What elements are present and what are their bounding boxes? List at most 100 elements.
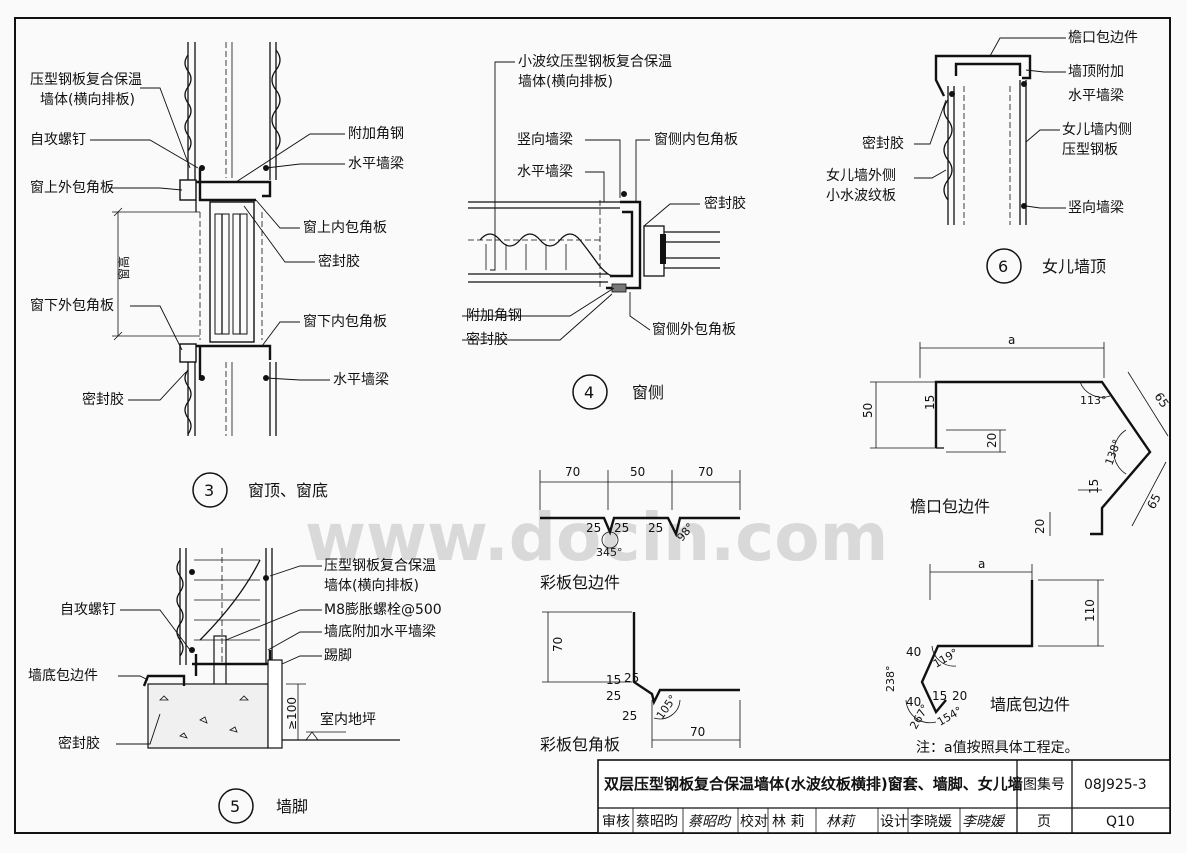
title-block-title: 双层压型钢板复合保温墙体(水波纹板横排)窗套、墙脚、女儿墙 xyxy=(604,775,1023,793)
eave-dim-50: 50 xyxy=(861,403,875,418)
atlas-label: 图集号 xyxy=(1023,776,1065,793)
detail-3-label-beam-bottom: 水平墙梁 xyxy=(333,372,389,388)
detail-4-window-jamb: 小波纹压型钢板复合保温 墙体(横向排板) 竖向墙梁 窗侧内包角板 水平墙梁 密封… xyxy=(462,53,746,410)
title-block: 双层压型钢板复合保温墙体(水波纹板横排)窗套、墙脚、女儿墙 图集号 08J925… xyxy=(597,759,1171,834)
eave-flashing-title: 檐口包边件 xyxy=(910,497,990,516)
corner-dim-15: 15 xyxy=(606,673,621,687)
detail-4-label-vbeam: 竖向墙梁 xyxy=(517,132,573,148)
edge-dim-25c: 25 xyxy=(648,521,663,535)
detail-3-label-screw: 自攻螺钉 xyxy=(30,132,86,148)
detail-6-label-inner-2: 压型钢板 xyxy=(1062,142,1118,158)
detail-6-label-eave: 檐口包边件 xyxy=(1068,30,1138,46)
check-label: 校对 xyxy=(740,813,768,830)
edge-dim-25a: 25 xyxy=(586,521,601,535)
detail-3-sill-flashing xyxy=(179,343,272,381)
base-dim-110: 110 xyxy=(1083,599,1097,622)
reviewer-name: 蔡昭昀 xyxy=(636,814,678,830)
detail-5-label-wall-1: 压型钢板复合保温 xyxy=(324,557,436,574)
detail-3-wall-upper xyxy=(184,42,281,180)
detail-3-label-inner-bottom: 窗下内包角板 xyxy=(303,313,387,330)
detail-4-label-sealant-right: 密封胶 xyxy=(704,195,746,212)
detail-3-label-outer-bottom: 窗下外包角板 xyxy=(30,297,114,314)
detail-4-label-wall-1: 小波纹压型钢板复合保温 xyxy=(518,53,672,70)
detail-3-window-head-sill: 窗高 压型钢板复合保温 墙体(横向排板) 自攻螺钉 附加角钢 水平墙梁 窗上外包… xyxy=(30,42,404,508)
corner-dim-70a: 70 xyxy=(551,637,565,652)
detail-4-label-hbeam: 水平墙梁 xyxy=(517,164,573,180)
edge-flashing-title: 彩板包边件 xyxy=(540,573,620,592)
detail-3-title: 窗顶、窗底 xyxy=(248,481,328,500)
design-label: 设计 xyxy=(880,814,908,830)
reviewer-signature: 蔡昭昀 xyxy=(688,814,732,830)
detail-3-label-sealant-bottom: 密封胶 xyxy=(82,391,124,408)
corner-dim-70b: 70 xyxy=(690,725,705,739)
detail-3-wall-lower xyxy=(184,362,277,436)
eave-dim-20b: 20 xyxy=(1033,519,1047,534)
eave-dim-15a: 15 xyxy=(923,395,937,410)
detail-4-label-angle: 附加角钢 xyxy=(466,308,522,324)
detail-6-label-inner-1: 女儿墙内侧 xyxy=(1062,121,1132,138)
edge-dim-50: 50 xyxy=(630,465,645,479)
detail-5-label-sealant: 密封胶 xyxy=(58,735,100,752)
detail-5-number-circle xyxy=(218,788,254,824)
detail-3-window-frame xyxy=(199,201,263,343)
detail-6-label-outer-2: 小水波纹板 xyxy=(826,188,896,204)
detail-4-label-sealant-left: 密封胶 xyxy=(466,331,508,348)
sheet-border xyxy=(14,17,1171,834)
atlas-number: 08J925-3 xyxy=(1084,777,1147,793)
eave-angle-113: 113° xyxy=(1080,394,1107,407)
color-edge-flashing: 70 50 70 25 25 25 345° 98° 彩板包边件 xyxy=(539,465,741,592)
detail-5-label-skirting: 踢脚 xyxy=(324,648,352,664)
base-dim-20: 20 xyxy=(952,689,967,703)
corner-dim-25b: 25 xyxy=(606,689,621,703)
detail-5-label-wall-2: 墙体(横向排板) xyxy=(324,578,419,594)
corner-dim-25c: 25 xyxy=(622,709,637,723)
detail-6-label-outer-1: 女儿墙外侧 xyxy=(826,167,896,184)
watermark: www.docin.com xyxy=(305,499,888,576)
detail-4-label-wall-2: 墙体(横向排板) xyxy=(518,74,613,90)
detail-6-number-circle xyxy=(986,248,1022,284)
page-number: Q10 xyxy=(1106,814,1135,830)
review-label: 审核 xyxy=(602,814,630,830)
detail-3-head-flashing xyxy=(179,165,272,212)
base-dim-40a: 40 xyxy=(906,645,921,659)
detail-5-label-bolt: M8膨胀螺栓@500 xyxy=(324,601,442,618)
detail-4-number: 4 xyxy=(584,383,594,402)
detail-6-label-sealant: 密封胶 xyxy=(862,135,904,152)
detail-5-label-beam: 墙底附加水平墙梁 xyxy=(324,624,436,640)
detail-6-title: 女儿墙顶 xyxy=(1042,257,1106,276)
eave-dim-15b: 15 xyxy=(1087,479,1101,494)
detail-5-label-screw: 自攻螺钉 xyxy=(60,602,116,618)
checker-signature: 林莉 xyxy=(826,814,856,830)
detail-3-label-sealant-top: 密封胶 xyxy=(318,253,360,270)
base-dim-a: a xyxy=(978,557,985,571)
detail-5-title: 墙脚 xyxy=(276,797,308,816)
edge-angle-345: 345° xyxy=(596,546,623,559)
eave-dim-20a: 20 xyxy=(985,433,999,448)
edge-dim-70b: 70 xyxy=(698,465,713,479)
detail-3-label-wall-1: 压型钢板复合保温 xyxy=(30,71,142,88)
note: 注：a值按照具体工程定。 xyxy=(916,740,1079,756)
eave-angle-138: 138° xyxy=(1103,438,1124,467)
corner-flashing-title: 彩板包角板 xyxy=(540,735,620,754)
base-flashing-profile: a 110 40 40 15 20 119° 238° 267° 154° 墙底… xyxy=(884,557,1104,732)
detail-3-number-circle xyxy=(192,472,228,508)
detail-3-label-wall-2: 墙体(横向排板) xyxy=(40,92,135,108)
detail-3-label-outer-top: 窗上外包角板 xyxy=(30,179,114,196)
eave-dim-a: a xyxy=(1008,333,1015,347)
edge-dim-70a: 70 xyxy=(565,465,580,479)
detail-6-number: 6 xyxy=(998,257,1008,276)
designer-signature: 李晓媛 xyxy=(962,814,1006,830)
detail-6-label-vbeam: 竖向墙梁 xyxy=(1068,200,1124,216)
eave-flashing-profile: a 50 15 20 65 65 15 20 113° 138° 檐口包边件 xyxy=(861,333,1172,536)
detail-6-label-top-beam-1: 墙顶附加 xyxy=(1068,64,1124,80)
base-dim-40b: 40 xyxy=(906,695,921,709)
detail-3-label-angle: 附加角钢 xyxy=(348,126,404,142)
detail-6-parapet-top: 檐口包边件 墙顶附加 水平墙梁 女儿墙内侧 压型钢板 密封胶 女儿墙外侧 小水波… xyxy=(826,30,1138,284)
detail-5-dim: ≥100 xyxy=(285,697,299,730)
corner-dim-25a: 25 xyxy=(624,671,639,685)
detail-3-number: 3 xyxy=(204,481,214,500)
detail-5-wall-base: ≥100 压型钢板复合保温 墙体(横向排板) 自攻螺钉 M8膨胀螺栓@500 墙… xyxy=(28,548,442,824)
detail-6-label-top-beam-2: 水平墙梁 xyxy=(1068,88,1124,104)
